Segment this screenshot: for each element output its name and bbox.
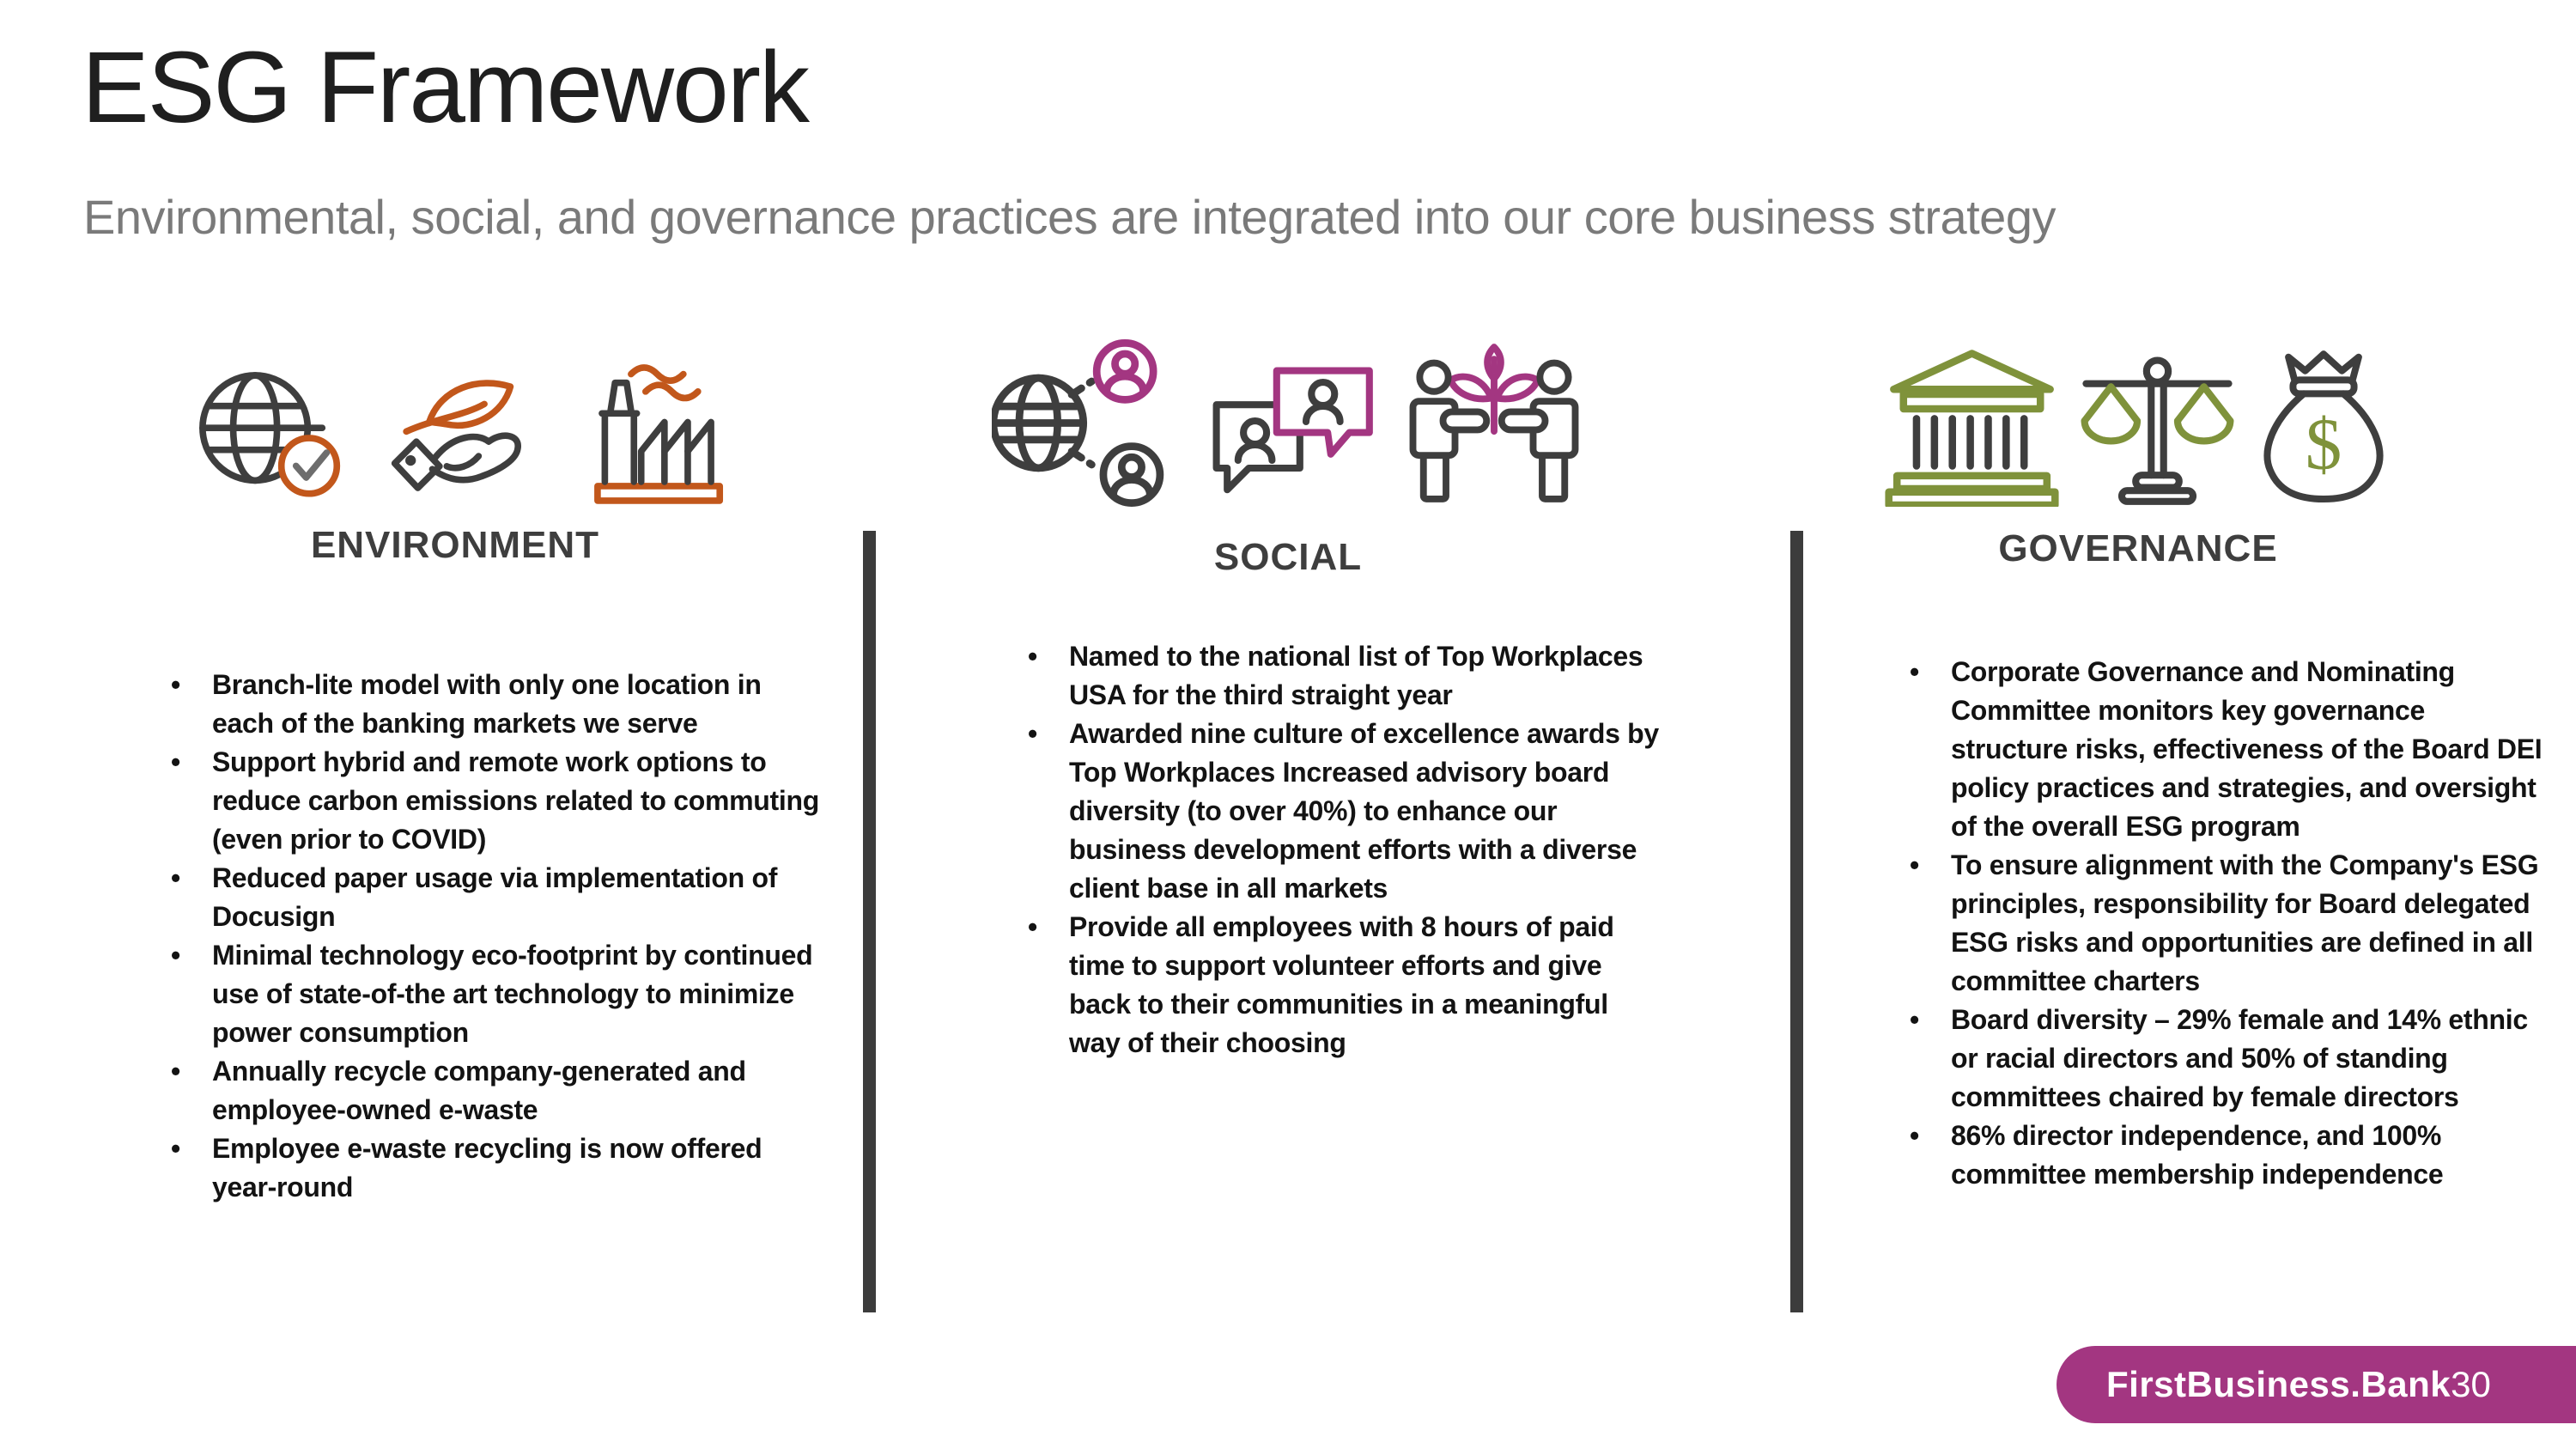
footer-bar: FirstBusiness.Bank 30	[2057, 1346, 2576, 1423]
bullet-item: Provide all employees with 8 hours of pa…	[1026, 908, 1666, 1062]
social-bullet-list: Named to the national list of Top Workpl…	[1026, 637, 1666, 1062]
governance-heading: GOVERNANCE	[1998, 527, 2278, 569]
social-column: SOCIAL Named to the national list of Top…	[953, 331, 1659, 1058]
globe-network-icon	[992, 339, 1164, 507]
scales-icon	[2081, 356, 2234, 505]
factory-icon	[593, 364, 723, 504]
social-icons	[953, 331, 1623, 507]
bullet-item: Board diversity – 29% female and 14% eth…	[1908, 1001, 2543, 1117]
people-growth-icon	[1409, 344, 1579, 502]
money-bag-icon: $	[2263, 350, 2384, 503]
bullet-item: Minimal technology eco-footprint by cont…	[169, 936, 822, 1052]
bullet-item: Reduced paper usage via implementation o…	[169, 859, 822, 936]
social-heading: SOCIAL	[1213, 536, 1363, 578]
bullet-item: Employee e-waste recycling is now offere…	[169, 1129, 822, 1207]
bank-icon	[1885, 350, 2059, 507]
column-divider	[1790, 531, 1803, 1312]
bullet-item: Annually recycle company-generated and e…	[169, 1052, 822, 1129]
governance-bullet-list: Corporate Governance and Nominating Comm…	[1908, 653, 2543, 1194]
column-divider	[863, 531, 876, 1312]
bullet-item: To ensure alignment with the Company's E…	[1908, 846, 2543, 1001]
hand-leaf-icon	[391, 380, 521, 491]
chat-people-icon	[1212, 367, 1373, 494]
environment-heading: ENVIRONMENT	[310, 524, 600, 566]
bullet-item: 86% director independence, and 100% comm…	[1908, 1117, 2543, 1194]
environment-bullet-list: Branch-lite model with only one location…	[169, 666, 822, 1207]
bullet-item: Named to the national list of Top Workpl…	[1026, 637, 1666, 715]
page-title: ESG Framework	[82, 31, 810, 144]
dollar-glyph: $	[2306, 405, 2342, 485]
governance-column: $ GOVERNANCE Corporate Governance and No…	[1812, 331, 2543, 1190]
page-number: 30	[2451, 1364, 2491, 1404]
bullet-item: Support hybrid and remote work options t…	[169, 743, 822, 859]
brand-name: FirstBusiness.Bank	[2106, 1364, 2451, 1404]
globe-check-icon	[198, 372, 340, 497]
environment-icons	[137, 331, 824, 507]
page-subtitle: Environmental, social, and governance pr…	[83, 190, 2056, 244]
bullet-item: Corporate Governance and Nominating Comm…	[1908, 653, 2543, 846]
bullet-item: Branch-lite model with only one location…	[169, 666, 822, 743]
governance-icons: $	[1812, 331, 2490, 507]
bullet-item: Awarded nine culture of excellence award…	[1026, 715, 1666, 908]
environment-column: ENVIRONMENT Branch-lite model with only …	[137, 331, 824, 1202]
